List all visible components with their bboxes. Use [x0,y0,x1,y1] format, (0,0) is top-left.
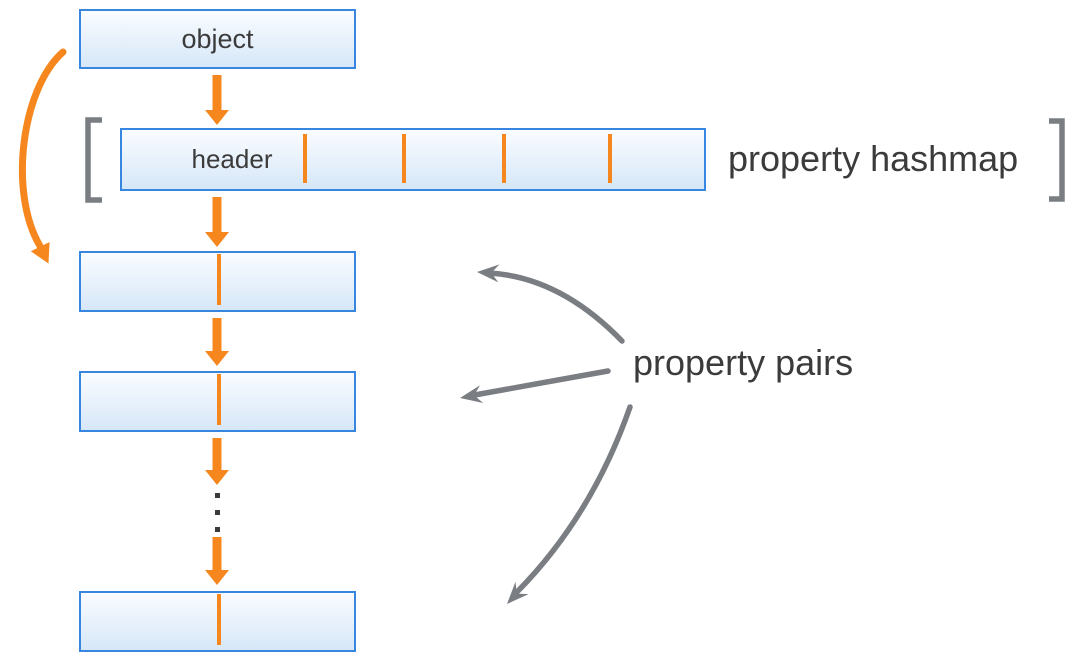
pair-divider [217,254,221,305]
orange-down-arrow-hashmap-to-pair1 [205,197,229,247]
right-bracket [1049,118,1065,202]
object-box: object [79,9,356,69]
gray-arrow-to-lastpair [507,404,633,604]
hashmap-slot-divider [402,134,406,183]
orange-down-arrow-object-to-hashmap [205,75,229,125]
orange-down-arrow-pair1-to-pair2 [205,318,229,366]
orange-down-arrow-pair2-to-ellipsis [205,438,229,485]
property-hashmap-box: header [120,128,706,191]
gray-arrow-to-pair1 [477,264,625,344]
property-hashmap-label: property hashmap [728,138,1019,179]
gray-arrow-to-pair2 [460,368,611,403]
left-bracket [85,117,102,203]
orange-down-arrow-ellipsis-to-lastpair [205,537,229,585]
property-pair-box-3 [79,591,356,652]
pair-divider [217,594,221,645]
curved-orange-arrow-object-to-pairs [18,48,67,264]
header-cell-label: header [191,144,273,174]
hashmap-slot-divider [608,134,612,183]
property-pair-box-2 [79,371,356,432]
object-box-label: object [181,23,254,54]
ellipsis-dots [215,493,220,532]
hashmap-slot-divider [303,134,307,183]
hashmap-slot-divider [502,134,506,183]
pair-divider [217,374,221,425]
property-pair-box-1 [79,251,356,312]
property-pairs-label: property pairs [633,342,854,383]
